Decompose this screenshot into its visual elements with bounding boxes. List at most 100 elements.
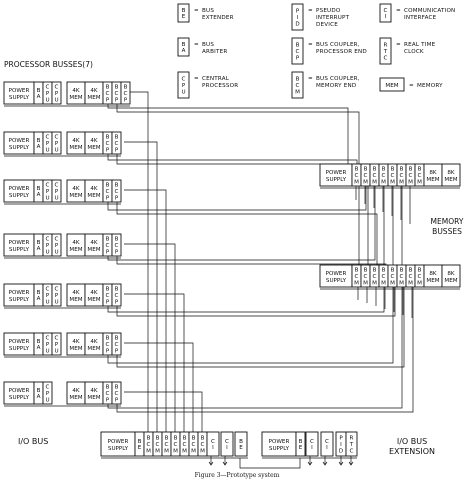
io-bus-ci-1-box bbox=[206, 431, 220, 457]
processor-bus-5-power-supply-label: POWER bbox=[9, 290, 30, 296]
legend-key-box bbox=[177, 3, 190, 23]
bcp-to-membus-1 bbox=[107, 185, 383, 261]
legend-equals: = bbox=[308, 42, 313, 48]
processor-bus-6-cpu-a-label: C bbox=[46, 336, 50, 342]
memory-bus-1-bcm-3-label: C bbox=[373, 173, 377, 179]
processor-bus-2-ba-label: B bbox=[37, 138, 41, 144]
processor-bus-3-cpu-a-label: C bbox=[46, 183, 50, 189]
memory-bus-2-bcm-1-label: M bbox=[354, 280, 359, 286]
processor-bus-1-bcp-2-label: C bbox=[115, 91, 119, 97]
processor-bus-6-mem-b-label: MEM bbox=[87, 346, 100, 352]
memory-bus-1-bcm-1-label: C bbox=[355, 173, 359, 179]
memory-bus-1-mem-a-label: 8K bbox=[429, 170, 437, 176]
io-bus-ci-1-label: I bbox=[212, 445, 214, 451]
memory-bus-2-bcm-1-label: C bbox=[355, 274, 359, 280]
legend-equals: = bbox=[308, 8, 313, 14]
memory-bus-1-bcm-4-label: B bbox=[382, 167, 386, 173]
processor-bus-4-mem-a-label: 4K bbox=[72, 240, 80, 246]
memory-bus-1-mem-b-box bbox=[441, 163, 461, 187]
memory-bus-1-mem-b-label: MEM bbox=[444, 177, 457, 183]
processor-bus-4-mem-a-label: MEM bbox=[69, 247, 82, 253]
legend-desc: CENTRAL bbox=[202, 76, 230, 82]
processor-bus-7-power-supply-label: POWER bbox=[9, 388, 30, 394]
bcp-to-io-bus bbox=[124, 189, 167, 432]
memory-bus-2-bcm-3-label: M bbox=[372, 280, 377, 286]
processor-bus-6-bcp-1-label: B bbox=[106, 336, 110, 342]
legend-key-box bbox=[177, 37, 190, 57]
io-bus-bcm-5-label: M bbox=[182, 448, 187, 454]
processor-bus-5-mem-a-label: 4K bbox=[72, 290, 80, 296]
legend-desc: BUS COUPLER, bbox=[316, 76, 360, 82]
io-ext-arrow-head bbox=[322, 461, 328, 466]
processor-bus-3-cpu-b-label: U bbox=[54, 195, 58, 201]
processor-bus-5-mem-b-label: 4K bbox=[90, 290, 98, 296]
memory-bus-1-bcm-7-label: B bbox=[409, 167, 413, 173]
processor-bus-3-bcp-1-label: P bbox=[106, 195, 110, 201]
io-ext-pid-label: D bbox=[339, 448, 343, 454]
memory-bus-2-bcm-7-label: M bbox=[408, 280, 413, 286]
processor-bus-7-bcp-2-label: P bbox=[115, 397, 119, 403]
processor-bus-3-mem-a-label: MEM bbox=[69, 193, 82, 199]
memory-bus-2-power-supply-label: SUPPLY bbox=[326, 278, 347, 284]
io-bus-bcm-6-label: C bbox=[192, 442, 196, 448]
processor-bus-4-bcp-1-label: B bbox=[106, 237, 110, 243]
io-ext-power-supply-label: SUPPLY bbox=[269, 446, 290, 452]
legend-equals: = bbox=[396, 8, 401, 14]
legend-key-label: C bbox=[296, 83, 300, 89]
memory-bus-2-bcm-8-label: C bbox=[418, 274, 422, 280]
processor-bus-1-mem-b-label: MEM bbox=[87, 95, 100, 101]
processor-bus-1-cpu-b-box bbox=[51, 81, 62, 105]
io-ci-arrow-head bbox=[208, 461, 214, 466]
memory-bus-1-bcm-1-label: B bbox=[355, 167, 359, 173]
io-bus-ci-2-label: C bbox=[225, 439, 229, 445]
memory-bus-2-bcm-8-label: B bbox=[418, 268, 422, 274]
io-bus-be-2-label: B bbox=[239, 439, 243, 445]
processor-bus-1-cpu-b-label: P bbox=[55, 91, 59, 97]
processor-bus-7-bcp-2-label: C bbox=[115, 391, 119, 397]
legend-desc: PROCESSOR bbox=[202, 83, 238, 89]
processor-bus-5-mem-b-label: MEM bbox=[87, 297, 100, 303]
memory-bus-1-bcm-5-label: C bbox=[391, 173, 395, 179]
io-bus-power-supply-box bbox=[100, 431, 136, 457]
memory-bus-1-bcm-3-label: M bbox=[372, 179, 377, 185]
processor-bus-1-cpu-a-label: C bbox=[46, 85, 50, 91]
processor-bus-1-bcp-3-label: P bbox=[124, 97, 128, 103]
processor-bus-3-power-supply-label: SUPPLY bbox=[9, 193, 30, 199]
memory-bus-2-bcm-4-label: B bbox=[382, 268, 386, 274]
legend-equals: = bbox=[194, 76, 199, 82]
legend-desc: INTERRUPT bbox=[316, 15, 350, 21]
processor-bus-4-bcp-2-label: C bbox=[115, 243, 119, 249]
processor-bus-4-power-supply-label: SUPPLY bbox=[9, 247, 30, 253]
memory-bus-2-mem-b-label: 8K bbox=[447, 271, 455, 277]
processor-bus-5-mem-a-label: MEM bbox=[69, 297, 82, 303]
legend-desc: ARBITER bbox=[202, 49, 227, 55]
processor-bus-4-cpu-a-label: U bbox=[45, 249, 49, 255]
io-ext-rtc-label: C bbox=[350, 448, 354, 454]
processor-bus-7-cpu-a-label: C bbox=[46, 385, 50, 391]
labels: BE=BUSEXTENDERPID=PSEUDOINTERRUPTDEVICEC… bbox=[4, 8, 464, 479]
io-bus-bcm-7-label: M bbox=[200, 448, 205, 454]
processor-bus-1-mem-a-label: MEM bbox=[69, 95, 82, 101]
processor-bus-5-ba-label: A bbox=[37, 296, 41, 302]
memory-bus-1-bcm-8-label: C bbox=[418, 173, 422, 179]
processor-bus-1-power-supply-label: SUPPLY bbox=[9, 95, 30, 101]
processor-bus-5-power-supply-label: SUPPLY bbox=[9, 297, 30, 303]
io-ext-ci-2-box bbox=[320, 431, 334, 457]
processor-bus-1-power-supply-label: POWER bbox=[9, 88, 30, 94]
bcp-to-io-bus bbox=[124, 141, 158, 432]
processor-bus-2-bcp-2-label: B bbox=[115, 135, 119, 141]
legend-key-label: P bbox=[182, 83, 186, 89]
legend-key-box bbox=[291, 3, 304, 31]
processor-bus-2-mem-a-label: 4K bbox=[72, 138, 80, 144]
processor-bus-3-bcp-2-label: C bbox=[115, 189, 119, 195]
memory-bus-1-bcm-8-label: B bbox=[418, 167, 422, 173]
processor-bus-7-bcp-1-label: C bbox=[106, 391, 110, 397]
memory-bus-1-bcm-6-label: M bbox=[399, 179, 404, 185]
processor-bus-1-bcp-3-box bbox=[120, 81, 131, 105]
memory-bus-2-mem-a-label: 8K bbox=[429, 271, 437, 277]
memory-bus-1-bcm-2-label: C bbox=[364, 173, 368, 179]
legend-desc: PSEUDO bbox=[316, 8, 341, 14]
processor-bus-4-ba-label: A bbox=[37, 246, 41, 252]
io-bus-be-label: E bbox=[138, 445, 142, 451]
processor-bus-1-bcp-3-label: C bbox=[124, 91, 128, 97]
